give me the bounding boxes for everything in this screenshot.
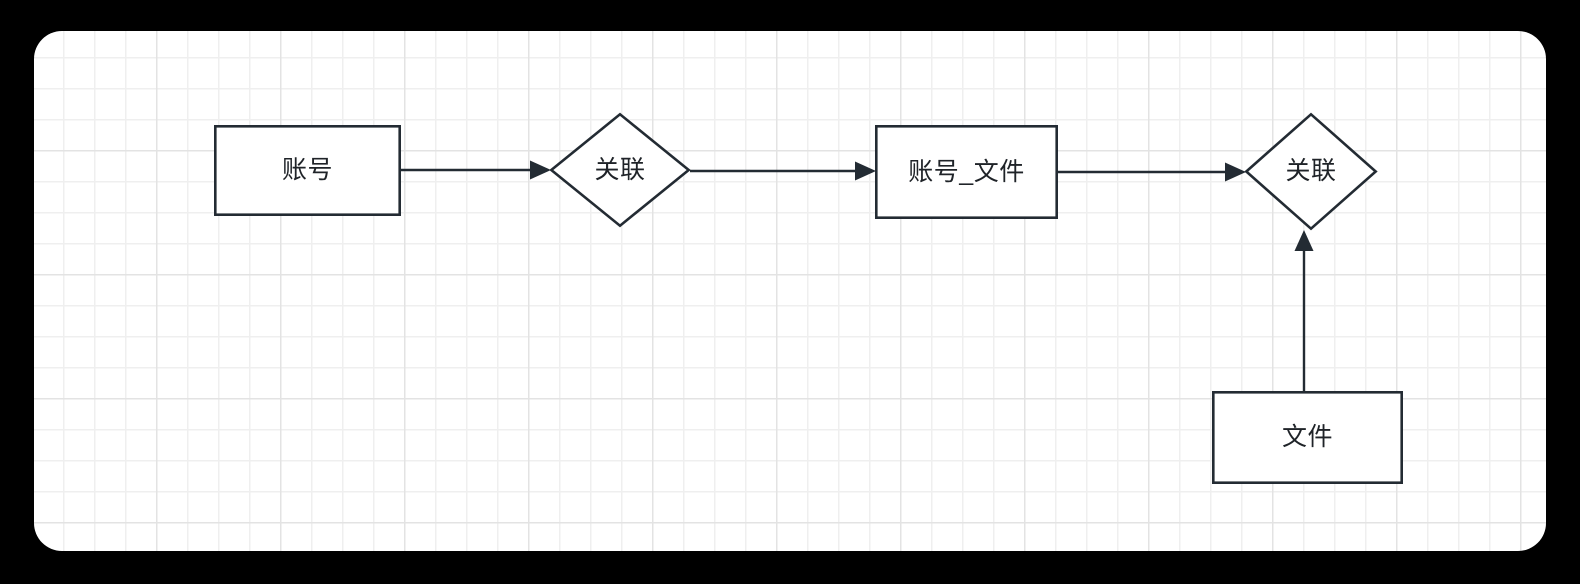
relationship-relation1[interactable] bbox=[550, 113, 690, 227]
entity-file[interactable] bbox=[1212, 391, 1403, 484]
entity-account-file[interactable] bbox=[875, 125, 1058, 219]
entity-label-account: 账号 bbox=[281, 156, 333, 184]
entity-account[interactable] bbox=[214, 125, 401, 216]
entity-label-file: 文件 bbox=[1281, 423, 1333, 451]
entity-label-account-file: 账号_文件 bbox=[908, 157, 1025, 186]
relationship-relation2[interactable] bbox=[1245, 113, 1377, 230]
relationship-label-relation2: 关联 bbox=[1285, 157, 1337, 185]
relationship-label-relation1: 关联 bbox=[594, 155, 646, 184]
